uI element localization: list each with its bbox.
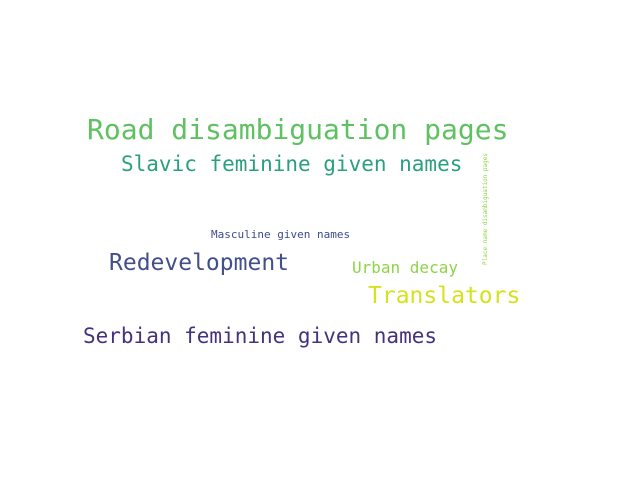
word-redevelopment: Redevelopment	[109, 250, 290, 276]
word-translators: Translators	[368, 283, 521, 309]
word-slavic-feminine-given-names: Slavic feminine given names	[121, 152, 463, 176]
word-road-disambiguation-pages: Road disambiguation pages	[87, 113, 509, 146]
word-masculine-given-names: Masculine given names	[211, 228, 351, 241]
word-urban-decay: Urban decay	[352, 258, 458, 277]
word-serbian-feminine-given-names: Serbian feminine given names	[83, 324, 438, 348]
word-place-name-disambiguation-pages: Place name disambiguation pages	[482, 153, 489, 265]
